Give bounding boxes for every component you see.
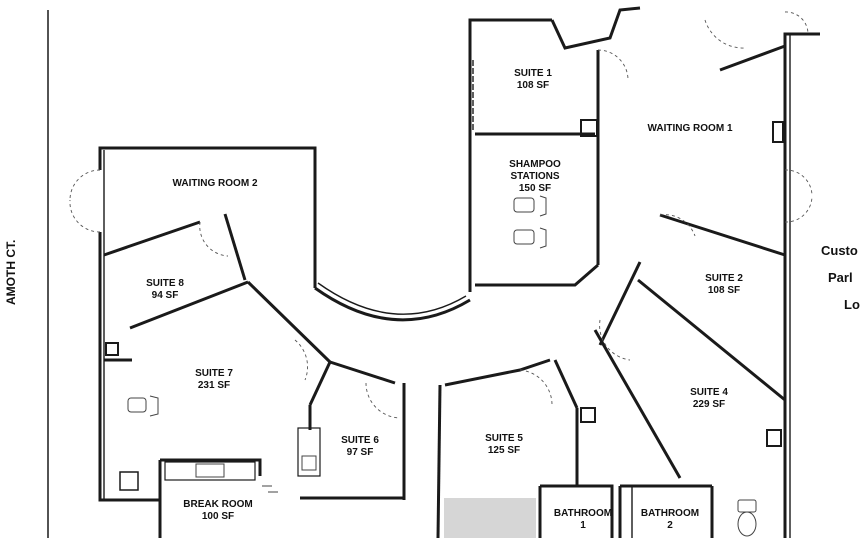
waiting-1-name: WAITING ROOM 1 [648, 123, 733, 134]
shampoo-name-2: STATIONS [510, 171, 559, 182]
shampoo-name: SHAMPOO [509, 159, 561, 170]
side-note: Custo Parl Lo [821, 243, 860, 312]
glazing [99, 60, 474, 440]
bathroom-1-num: 1 [580, 520, 586, 531]
side-note-line-3: Lo [844, 297, 860, 312]
street-label: AMOTH CT. [4, 240, 18, 305]
bathroom-1-name: BATHROOM [554, 508, 612, 519]
door-swings [69, 11, 813, 419]
suite-7-area: 231 SF [198, 380, 230, 391]
break-room-area: 100 SF [202, 511, 234, 522]
shampoo-area: 150 SF [519, 183, 551, 194]
suite-1-name: SUITE 1 [514, 68, 552, 79]
suite-4-area: 229 SF [693, 399, 725, 410]
suite-8-area: 94 SF [152, 290, 179, 301]
suite-2-area: 108 SF [708, 285, 740, 296]
suite-5-name: SUITE 5 [485, 433, 523, 444]
fixtures [127, 195, 757, 538]
side-note-line-1: Custo [821, 243, 858, 258]
suite-4-name: SUITE 4 [690, 387, 728, 398]
waiting-2-name: WAITING ROOM 2 [173, 178, 258, 189]
side-note-line-2: Parl [828, 270, 853, 285]
suite-6-area: 97 SF [347, 447, 374, 458]
break-room-name: BREAK ROOM [183, 499, 252, 510]
curved-corridor-wall [314, 286, 471, 322]
bathroom-2-num: 2 [667, 520, 673, 531]
suite-8-name: SUITE 8 [146, 278, 184, 289]
bathroom-2-name: BATHROOM [641, 508, 699, 519]
suite-7-name: SUITE 7 [195, 368, 233, 379]
columns [105, 119, 784, 491]
room-labels: SUITE 1 108 SF SHAMPOO STATIONS 150 SF W… [146, 68, 743, 531]
suite-5-area: 125 SF [488, 445, 520, 456]
suite-2-name: SUITE 2 [705, 273, 743, 284]
suite-6-name: SUITE 6 [341, 435, 379, 446]
suite-1-area: 108 SF [517, 80, 549, 91]
